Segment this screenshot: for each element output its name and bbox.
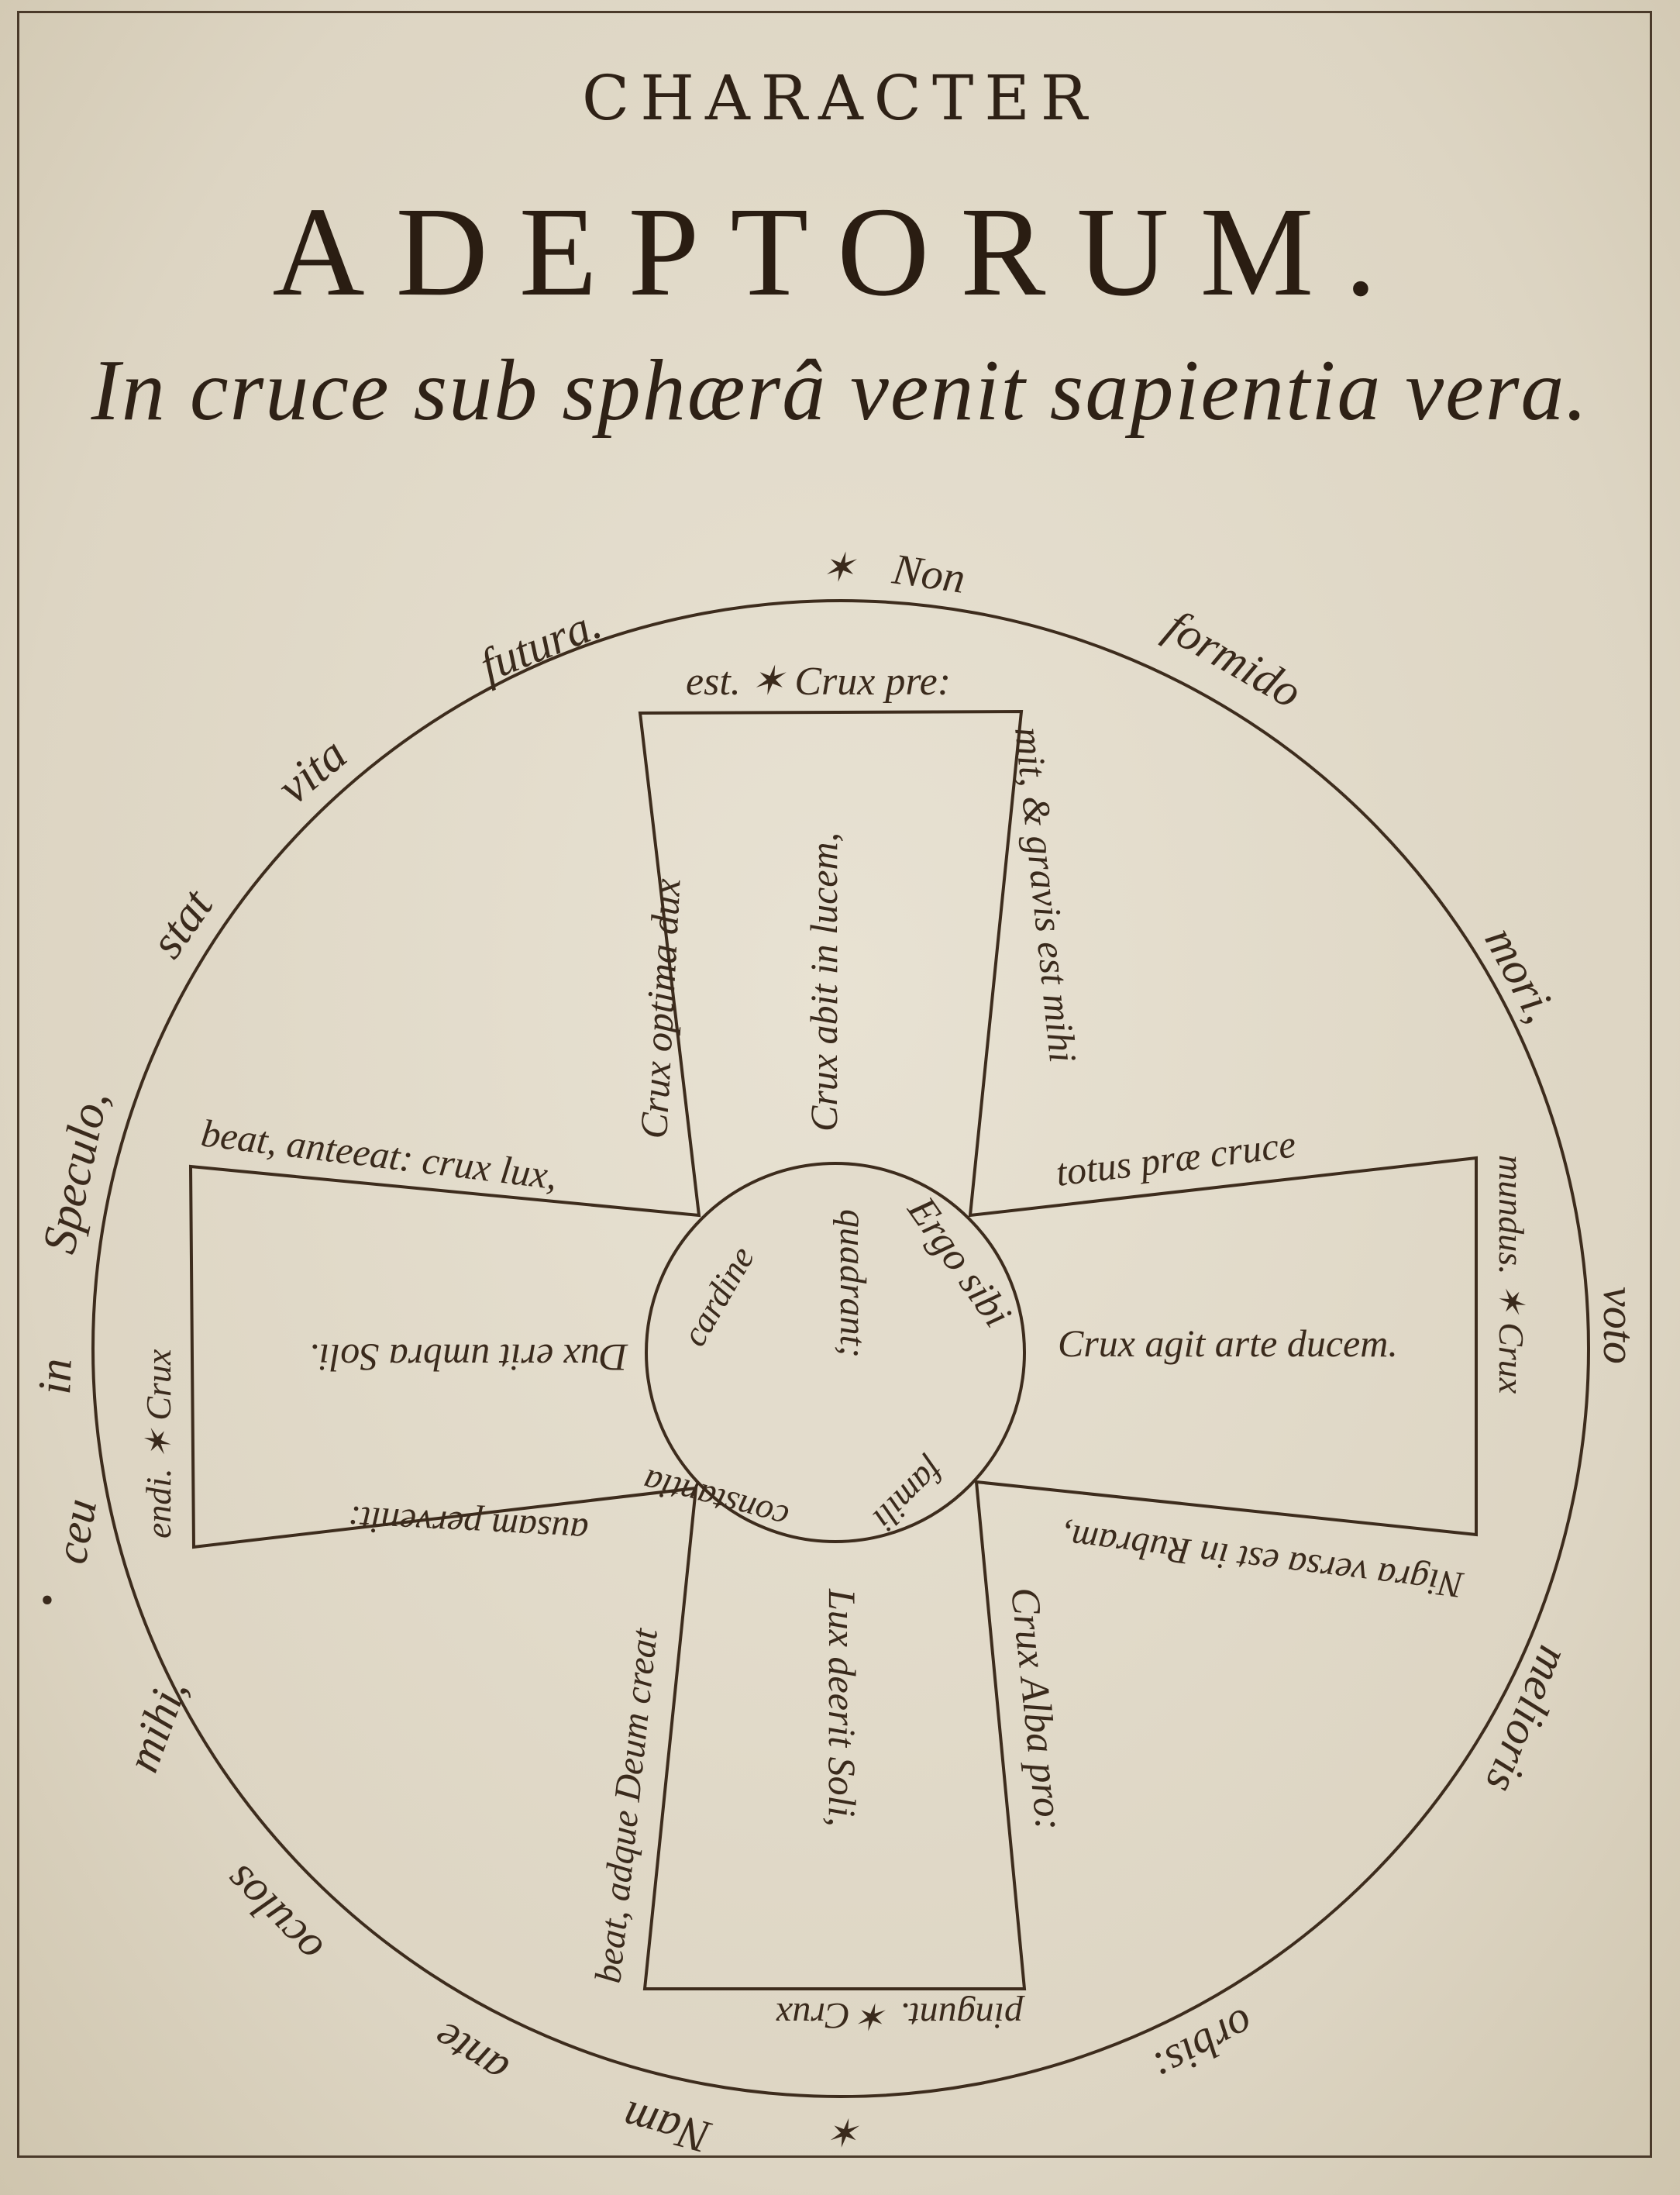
circle-word-nam: Nam (618, 2091, 717, 2163)
circle-word-stat: stat (140, 879, 224, 967)
right-arm-center: Crux agit arte ducem. (1058, 1321, 1398, 1365)
circle-word-ante: ante (425, 2012, 517, 2096)
circle-word-mihi: mihi, (116, 1673, 197, 1779)
top-arm-center: Crux abit in lucem, (802, 832, 845, 1132)
circle-word-non: Non (889, 545, 968, 603)
circle-word-in: in (29, 1358, 81, 1396)
bottom-arm-center: Lux deerit Soli, (821, 1588, 864, 1827)
bottom-arm-right-edge: Crux Alba pro: (1002, 1585, 1072, 1832)
outer-sphere (91, 599, 1590, 2098)
circle-word-oculos: oculos (214, 1856, 332, 1974)
circle-word-vita: vita (267, 728, 356, 815)
circle-dot-left: • (40, 1580, 53, 1621)
circle-word-futura: futura. (473, 597, 608, 691)
right-arm-right-edge: mundus. ✶ Crux (1492, 1155, 1531, 1394)
left-arm-center: Dux erit umbra Soli. (309, 1336, 628, 1380)
circle-word-orbis: orbis: (1145, 1999, 1263, 2093)
bottom-arm-left-edge: beat, adque Deum creat (587, 1625, 666, 1985)
page-border (17, 11, 1652, 2158)
cross-outline (188, 709, 1478, 1990)
circle-star-bottom: ✶ (825, 2112, 860, 2155)
circle-word-voto: voto (1594, 1287, 1644, 1364)
circle-star-top: ✶ (821, 546, 858, 591)
center-word-quadrant: quadrant; (832, 1209, 873, 1358)
top-arm-right-edge: mit, & gravis est mihi (1007, 725, 1085, 1064)
title-adeptorum: ADEPTORUM. (272, 181, 1408, 322)
bottom-arm-lower-edge: pingunt. ✶ Crux (776, 1995, 1025, 2036)
circle-word-speculo: Speculo, (33, 1087, 119, 1258)
center-circle (645, 1162, 1026, 1543)
top-arm-upper-edge: est. ✶ Crux pre: (686, 660, 951, 704)
left-arm-left-edge: endi. ✶ Crux (139, 1349, 178, 1539)
top-arm-left-edge: Crux optima dux (632, 877, 689, 1140)
circle-word-ceu: ceu (45, 1495, 106, 1567)
title-character: CHARACTER (582, 62, 1098, 134)
circle-word-formido: formido (1158, 600, 1311, 718)
motto: In cruce sub sphærâ venit sapientia vera… (91, 343, 1589, 439)
right-arm-lower-edge: Nigra versa est in Rubram, (1059, 1516, 1466, 1606)
